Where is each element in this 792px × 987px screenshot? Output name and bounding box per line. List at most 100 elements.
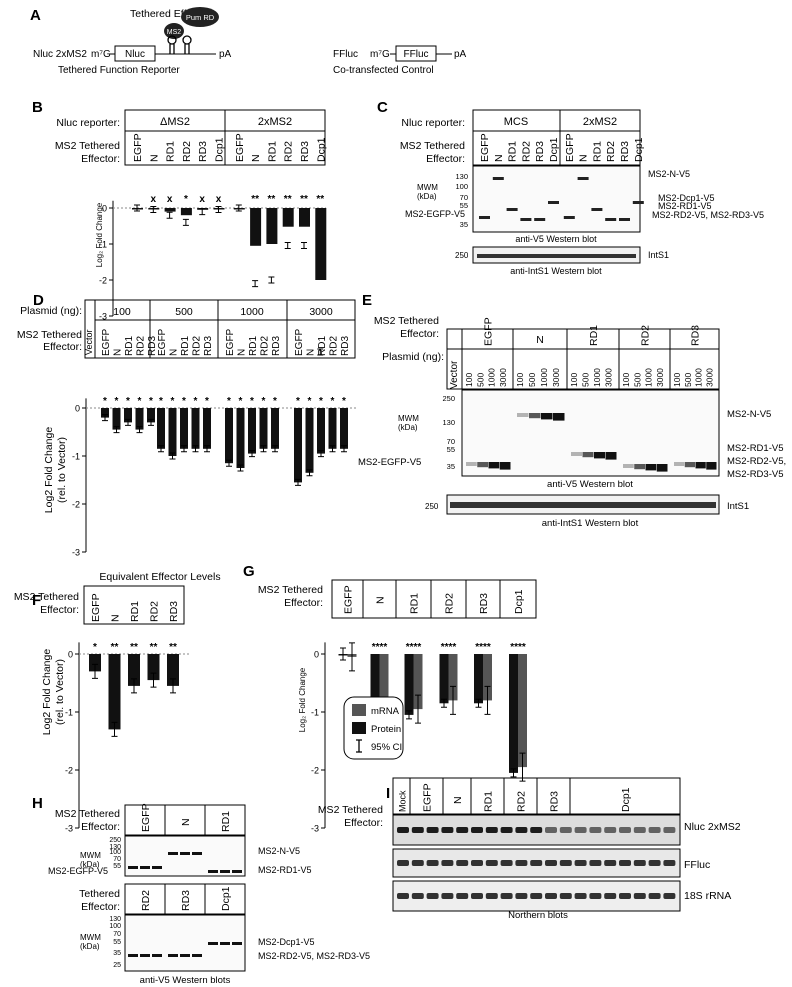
e-dose-label: 100 (464, 373, 474, 387)
h-mw-tick: 130 (109, 844, 121, 851)
b-significance: ** (300, 194, 308, 205)
h-label-rd1: MS2-RD1-V5 (258, 865, 312, 875)
e-plasmid-label: Plasmid (ng): (382, 351, 444, 363)
e-dose-label: 3000 (704, 368, 714, 387)
i-band (500, 860, 513, 866)
d-category-label: N (113, 349, 124, 356)
e-v5-bands (466, 413, 717, 472)
d-significance: * (308, 396, 312, 407)
d-bar (112, 408, 121, 430)
c-band (591, 208, 603, 211)
i-band (619, 827, 631, 833)
e-ints1-tick: 250 (425, 502, 439, 511)
i-band (574, 827, 587, 833)
panel-letter-a: A (30, 7, 41, 24)
i-band (471, 827, 483, 833)
d-error-bar (169, 452, 176, 460)
e-egfp-label: MS2-EGFP-V5 (358, 457, 421, 468)
i-band (515, 893, 528, 899)
i-band (619, 860, 631, 866)
d-error-bar (306, 469, 313, 477)
h-top-band (180, 852, 190, 855)
d-significance: * (227, 396, 231, 407)
c-lane-label: RD2 (605, 141, 617, 162)
d-effector-line1: MS2 Tethered (17, 329, 82, 341)
panel-d: D Plasmid (ng): MS2 Tethered Effector: V… (17, 292, 356, 558)
i-band (648, 860, 661, 866)
i-band (500, 893, 513, 899)
d-error-bar (237, 464, 244, 472)
f-significance: ** (169, 642, 177, 653)
f-bar (167, 654, 179, 686)
c-lane-label: RD3 (619, 141, 631, 162)
c-mw-tick: 70 (460, 193, 468, 202)
d-error-bar (249, 450, 255, 458)
e-band (571, 452, 582, 456)
d-bar (180, 408, 188, 449)
reporter-caption: Tethered Function Reporter (58, 65, 180, 76)
d-ylabel-line1: Log2 Fold Change (43, 427, 55, 514)
h-label-n: MS2-N-V5 (258, 846, 300, 856)
b-category-label: Dcp1 (214, 137, 226, 162)
d-error-bar (192, 445, 199, 453)
e-dose-label: 100 (621, 373, 631, 387)
b-significance: x (167, 194, 173, 205)
c-band (632, 201, 644, 204)
f-tick-label: -2 (65, 766, 73, 776)
i-band (500, 827, 513, 833)
d-bar (259, 408, 268, 449)
group-label-2xms2: 2xMS2 (258, 116, 292, 128)
i-band (648, 827, 661, 833)
ms2-label: MS2 (167, 29, 182, 36)
i-band (411, 827, 424, 833)
e-dose-label: 500 (683, 373, 693, 387)
c-lane-label: Dcp1 (548, 137, 560, 162)
h-mw-tick: 250 (109, 837, 121, 844)
h-bot-rd2: RD2 (140, 890, 152, 911)
e-band (553, 413, 565, 421)
g-bar-protein (474, 654, 483, 704)
i-band (426, 893, 439, 899)
c-mw-tick: 130 (455, 172, 468, 181)
g-category-label: RD2 (444, 593, 456, 614)
i-band (515, 860, 528, 866)
e-band (645, 464, 657, 471)
i-band (663, 893, 676, 899)
h-top-bands (128, 852, 242, 873)
i-band (530, 827, 543, 833)
i-band (633, 893, 646, 899)
b-significance: x (199, 194, 205, 205)
i-band (471, 860, 483, 866)
c-band (605, 218, 617, 221)
e-dose-label: 500 (581, 373, 591, 387)
d-category-label: EGFP (294, 328, 305, 356)
b-category-label: N (250, 154, 262, 162)
b-significance: ** (284, 194, 292, 205)
d-error-bar (136, 426, 143, 434)
h-top-band (232, 870, 242, 873)
h-top-egfp: EGFP (140, 803, 152, 832)
e-band (541, 413, 553, 420)
d-significance: * (319, 396, 323, 407)
f-effector-line1: MS2 Tethered (14, 591, 79, 603)
h-bottom-band (208, 942, 218, 945)
d-bar (328, 408, 337, 449)
b-error-bar (134, 204, 140, 212)
d-category-label: RD2 (192, 336, 203, 356)
d-error-bar (158, 445, 164, 453)
panel-letter-h: H (32, 795, 43, 812)
c-label-rd1: MS2-RD1-V5 (658, 201, 712, 211)
e-dose-label: 1000 (539, 368, 549, 387)
d-error-bar (318, 450, 324, 458)
i-band (456, 827, 469, 833)
d-category-label: RD3 (271, 336, 282, 356)
d-category-label: RD2 (329, 336, 340, 356)
c-band (619, 218, 630, 221)
d-bar (236, 408, 245, 468)
g-effector-line1: MS2 Tethered (258, 584, 323, 596)
i-lane-label: Mock (398, 790, 408, 812)
